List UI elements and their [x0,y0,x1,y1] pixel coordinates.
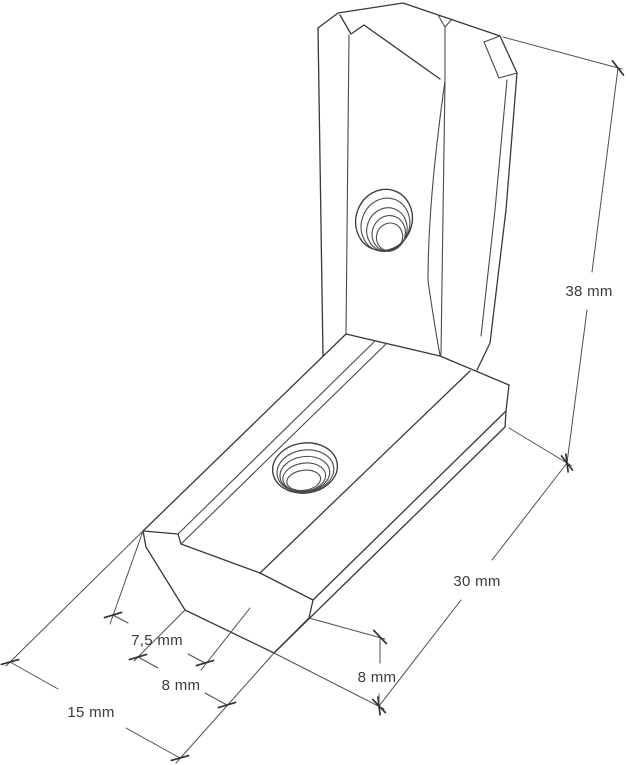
dimension-total-width-15mm: 15 mm [0,530,190,762]
dimension-tick [372,629,388,645]
arm-front-face-top-edge [363,24,441,80]
dimension-tick [611,60,625,76]
base-step-edge-upper [177,340,376,535]
arm-hole-thread-1 [360,197,411,253]
arm-top-outline [317,2,518,74]
dimension-line [378,462,568,707]
arm-groove-line-left [427,80,446,356]
base-threaded-hole [271,442,339,494]
base-front-top-edge [259,370,471,574]
base-hole-thread-3 [282,462,327,492]
arm-base-junction-edge [345,333,441,357]
extension-line [508,427,573,467]
base-back-top-edge [142,333,347,532]
base-hole-bore [286,469,322,492]
dimension-label-total-width: 15 mm [67,704,114,721]
extension-line [308,617,386,640]
extension-line [109,530,144,625]
base-front-bottom-edge [273,426,506,654]
dimension-line [566,67,619,464]
dimension-tick [103,611,123,619]
base-step-edge-lower [180,343,387,545]
base-front-shoulder-edge [312,410,507,601]
dimension-label-neck-width: 7,5 mm [131,632,183,649]
arm-plate-strip-line [345,34,350,335]
extension-line [502,36,623,70]
dimension-label-arm-height: 38 mm [565,283,612,300]
extension-line [200,607,251,671]
dimension-tick [128,653,148,661]
arm-hole-thread-3 [371,215,406,252]
arm-hole-thread-2 [366,207,408,252]
dimension-tick [195,659,215,667]
extension-line [5,530,144,667]
dimension-label-base-height: 8 mm [358,669,397,686]
dimension-neck-width-7-5mm: 7,5 mm [103,530,251,671]
arm-top-notch-left [339,14,365,35]
dimension-tick [371,698,387,714]
dimension-tick [217,701,237,709]
arm-groove-line-right [440,80,446,356]
arm-right-edge [476,72,518,371]
dimension-tick [170,754,190,762]
dimension-line [9,661,181,759]
extension-line [273,652,385,710]
base-right-end-face [504,384,510,428]
arm-threaded-hole [354,188,414,253]
dimension-label-slot-width: 8 mm [162,677,201,694]
bracket-vertical-arm [317,2,518,371]
dimension-base-height-8mm: 8 mm [273,617,397,714]
dimension-arm-height-38mm: 38 mm [502,36,625,471]
arm-left-edge [317,27,324,357]
base-hole-outer-rim [271,442,339,494]
dimension-line [378,636,381,707]
base-right-ridge [439,355,510,386]
dimension-line [137,656,228,706]
dimension-slot-width-8mm: 8 mm [128,609,275,764]
dimension-label-base-length: 30 mm [453,573,500,590]
bracket-base [142,333,510,654]
extension-line [133,609,186,662]
dimension-tick [0,658,20,666]
dimension-tick [565,453,569,473]
arm-chamfer-edges [483,35,518,79]
extension-line [175,652,275,764]
arm-hole-bore [375,222,404,252]
base-end-top-edges [142,530,261,574]
dimension-base-length-30mm: 30 mm [377,453,569,716]
arm-rib-inner-edge [480,79,508,337]
dimension-line [112,614,206,664]
